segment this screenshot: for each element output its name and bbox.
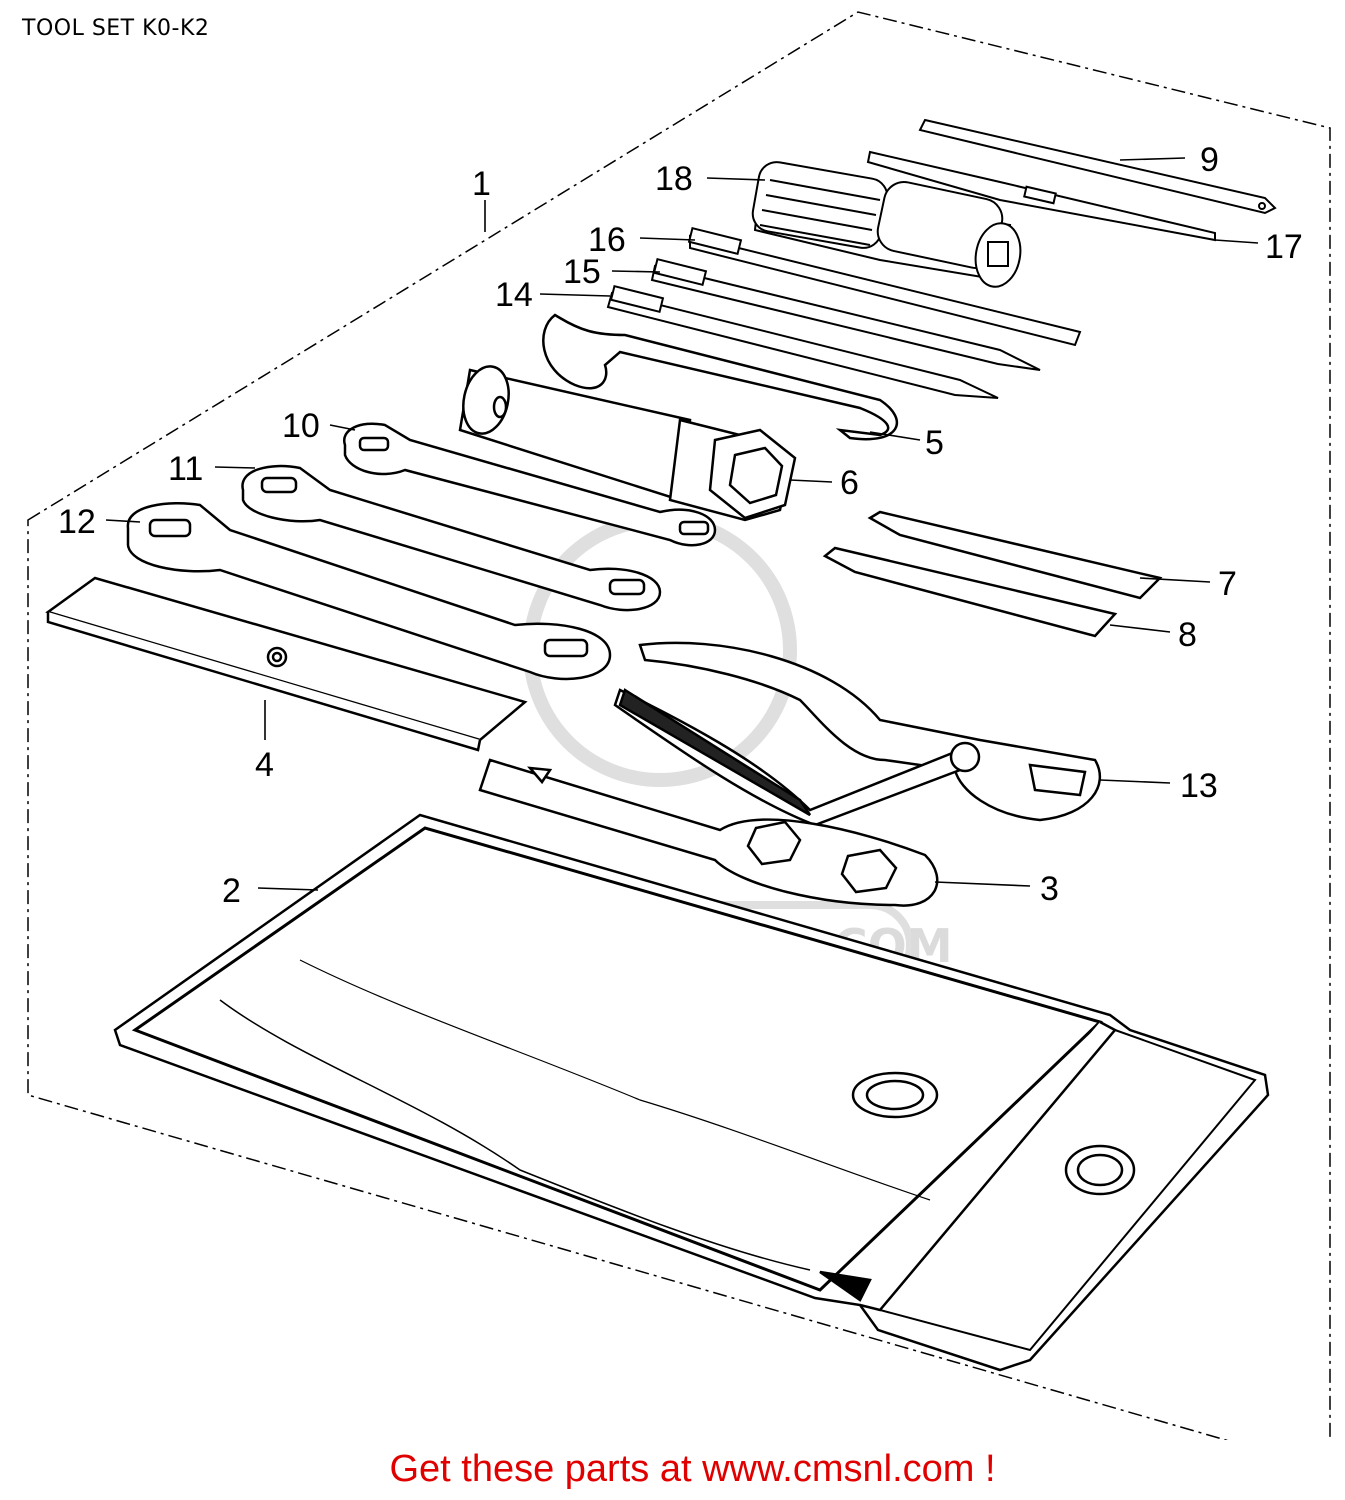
callout-12: 12 bbox=[58, 503, 96, 541]
callout-3: 3 bbox=[1040, 870, 1059, 908]
callout-7: 7 bbox=[1218, 565, 1237, 603]
assembly-boundary bbox=[27, 11, 1331, 1440]
part-8-blade bbox=[822, 546, 1118, 638]
footer-link[interactable]: Get these parts at www.cmsnl.com ! bbox=[0, 1448, 1345, 1491]
callout-11: 11 bbox=[168, 450, 203, 488]
callout-6: 6 bbox=[840, 464, 859, 502]
part-16-screwdriver bbox=[687, 226, 1082, 347]
part-10-wrench bbox=[343, 422, 717, 547]
part-13-pliers bbox=[613, 641, 1101, 827]
part-15-screwdriver bbox=[650, 257, 1041, 371]
part-9-rod bbox=[918, 118, 1277, 215]
part-3-box-wrench bbox=[478, 758, 939, 907]
callout-18: 18 bbox=[655, 160, 693, 198]
part-5-hook-spanner bbox=[542, 313, 899, 441]
callout-14: 14 bbox=[495, 276, 533, 314]
callout-9: 9 bbox=[1200, 141, 1219, 179]
callout-5: 5 bbox=[925, 424, 944, 462]
part-4-handle-bar bbox=[45, 576, 528, 752]
callout-4: 4 bbox=[255, 746, 274, 784]
callout-1: 1 bbox=[472, 165, 491, 203]
callout-8: 8 bbox=[1178, 616, 1197, 654]
part-2-tool-bag bbox=[113, 813, 1270, 1372]
part-7-blade bbox=[867, 510, 1163, 600]
part-6-plug-wrench bbox=[458, 365, 797, 522]
callout-15: 15 bbox=[563, 253, 601, 291]
callout-2: 2 bbox=[222, 872, 241, 910]
callout-labels: 1 2 3 4 5 6 7 8 9 10 11 12 13 14 15 16 1… bbox=[58, 141, 1303, 910]
callout-10: 10 bbox=[282, 407, 320, 445]
part-14-screwdriver bbox=[606, 284, 999, 399]
callout-13: 13 bbox=[1180, 767, 1218, 805]
part-12-wrench bbox=[126, 502, 612, 681]
callout-16: 16 bbox=[588, 221, 626, 259]
exploded-parts-diagram: WWW.CMSNL.COM bbox=[27, 11, 1331, 1440]
part-11-wrench bbox=[241, 464, 662, 612]
diagram-title: TOOL SET K0-K2 bbox=[22, 16, 210, 41]
callout-17: 17 bbox=[1265, 228, 1303, 266]
leader-lines bbox=[105, 157, 1259, 891]
footer-text: Get these parts at www.cmsnl.com ! bbox=[389, 1448, 996, 1490]
part-18-socket-driver bbox=[751, 161, 1022, 288]
